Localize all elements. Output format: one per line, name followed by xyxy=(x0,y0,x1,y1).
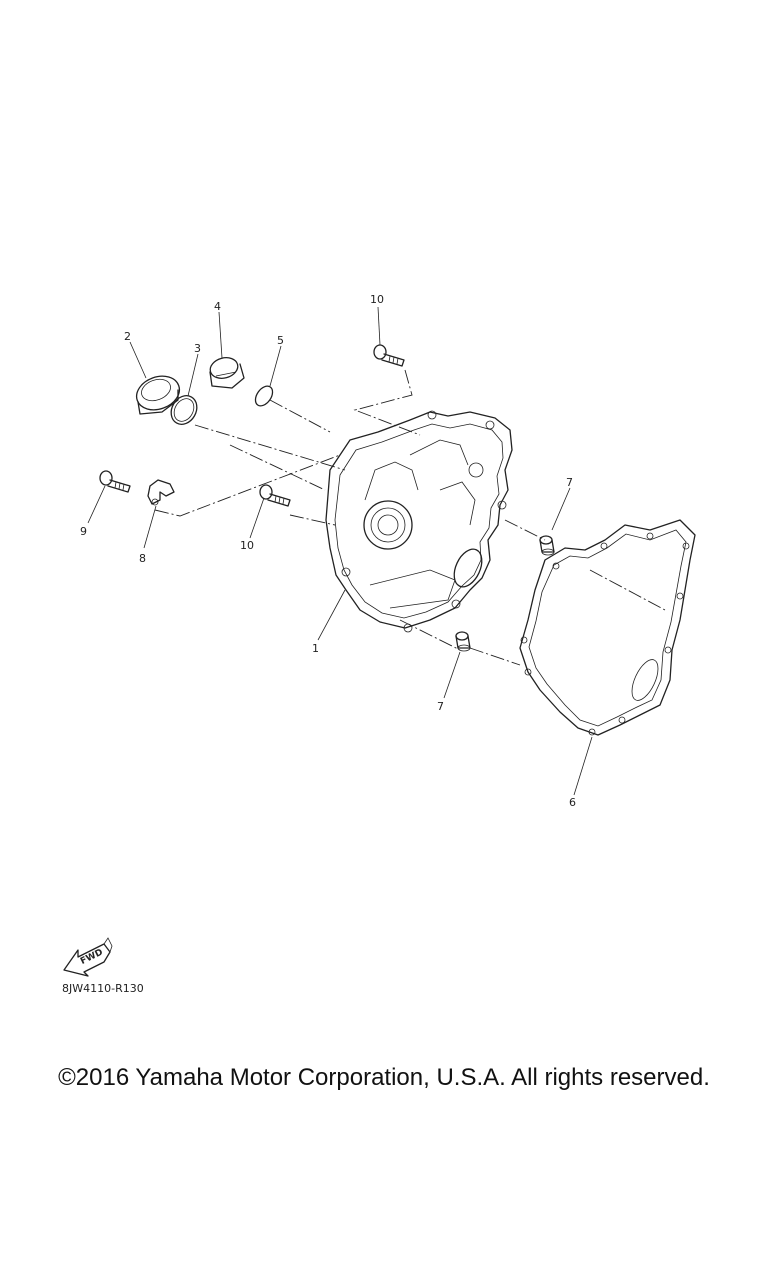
o-ring-small xyxy=(254,385,274,407)
plug-small xyxy=(209,357,245,389)
callout-8: 8 xyxy=(139,552,146,565)
bolt-10-upper xyxy=(373,344,405,367)
leader-lines xyxy=(87,306,593,796)
callout-labels: 1 2 3 4 5 6 7 7 8 9 10 10 xyxy=(80,293,576,809)
callout-4: 4 xyxy=(214,300,221,313)
dowel-pin-upper xyxy=(539,535,555,556)
copyright-notice: ©2016 Yamaha Motor Corporation, U.S.A. A… xyxy=(58,1064,710,1091)
gasket xyxy=(519,519,696,736)
crankcase-cover xyxy=(325,410,513,633)
dowel-pin-lower xyxy=(455,631,471,652)
callout-3: 3 xyxy=(194,342,201,355)
callout-10-lower: 10 xyxy=(240,539,254,552)
callout-9: 9 xyxy=(80,525,87,538)
callout-2: 2 xyxy=(124,330,131,343)
callout-7-lower: 7 xyxy=(437,700,444,713)
callout-6: 6 xyxy=(569,796,576,809)
clamp xyxy=(147,479,175,506)
fwd-arrow-icon: FWD xyxy=(63,937,113,977)
bolt-9 xyxy=(99,470,131,493)
diagram-reference-code: 8JW4110-R130 xyxy=(62,982,144,995)
callout-7-upper: 7 xyxy=(566,476,573,489)
callout-1: 1 xyxy=(312,642,319,655)
alignment-lines xyxy=(154,369,666,666)
callout-5: 5 xyxy=(277,334,284,347)
plug xyxy=(135,375,181,415)
o-ring xyxy=(170,395,198,425)
callout-10-upper: 10 xyxy=(370,293,384,306)
bolt-10-lower xyxy=(259,484,291,507)
